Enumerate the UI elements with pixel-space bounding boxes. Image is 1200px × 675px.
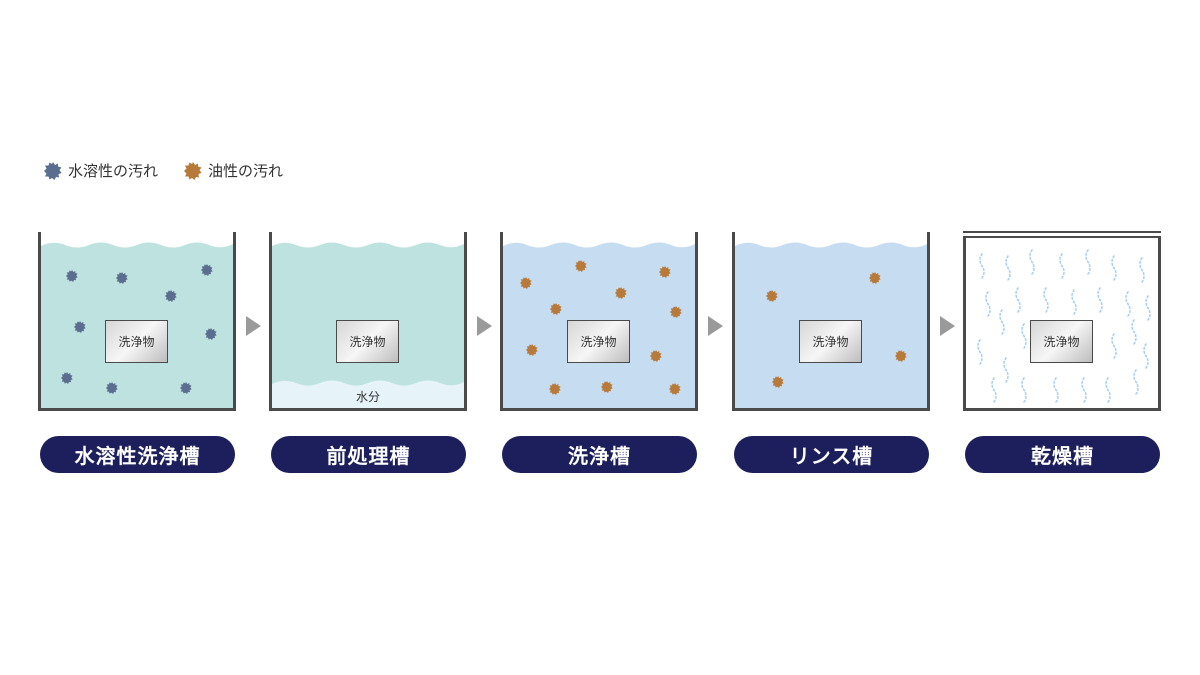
stage-label-wash: 洗浄槽 [502, 436, 697, 473]
stage-label-pretreatment: 前処理槽 [271, 436, 466, 473]
workpiece: 洗浄物 [336, 320, 399, 363]
arrow-right-icon [246, 316, 261, 336]
tank: 洗浄物 [963, 231, 1161, 411]
arrow-right-icon [940, 316, 955, 336]
legend-item-oily: 油性の汚れ [184, 160, 283, 181]
workpiece: 洗浄物 [567, 320, 630, 363]
stage-pretreatment: 洗浄物 水分 [269, 232, 467, 411]
tank: 洗浄物 [38, 232, 236, 411]
workpiece: 洗浄物 [1030, 320, 1093, 363]
stage-water-soluble-wash: 洗浄物 [38, 232, 236, 411]
workpiece: 洗浄物 [105, 320, 168, 363]
stage-label-water-soluble-wash: 水溶性洗浄槽 [40, 436, 235, 473]
orange-stain-icon [184, 161, 202, 180]
stage-label-rinse: リンス槽 [734, 436, 929, 473]
workpiece: 洗浄物 [799, 320, 862, 363]
tank: 洗浄物 [732, 232, 930, 411]
tank: 洗浄物 [500, 232, 698, 411]
legend-label: 水溶性の汚れ [68, 162, 159, 180]
legend-item-water-soluble: 水溶性の汚れ [44, 160, 158, 181]
vapor [977, 249, 1151, 403]
blue-stain-icon [44, 161, 62, 180]
legend: 水溶性の汚れ 油性の汚れ [44, 160, 283, 181]
stage-wash: 洗浄物 [500, 232, 698, 411]
tank-lid [963, 231, 1161, 238]
arrow-right-icon [477, 316, 492, 336]
stage-label-dry: 乾燥槽 [965, 436, 1160, 473]
tank: 洗浄物 水分 [269, 232, 467, 411]
stage-dry: 洗浄物 [963, 231, 1161, 411]
stage-rinse: 洗浄物 [732, 232, 930, 411]
arrow-right-icon [708, 316, 723, 336]
legend-label: 油性の汚れ [208, 162, 284, 180]
moisture-label: 水分 [355, 390, 380, 404]
